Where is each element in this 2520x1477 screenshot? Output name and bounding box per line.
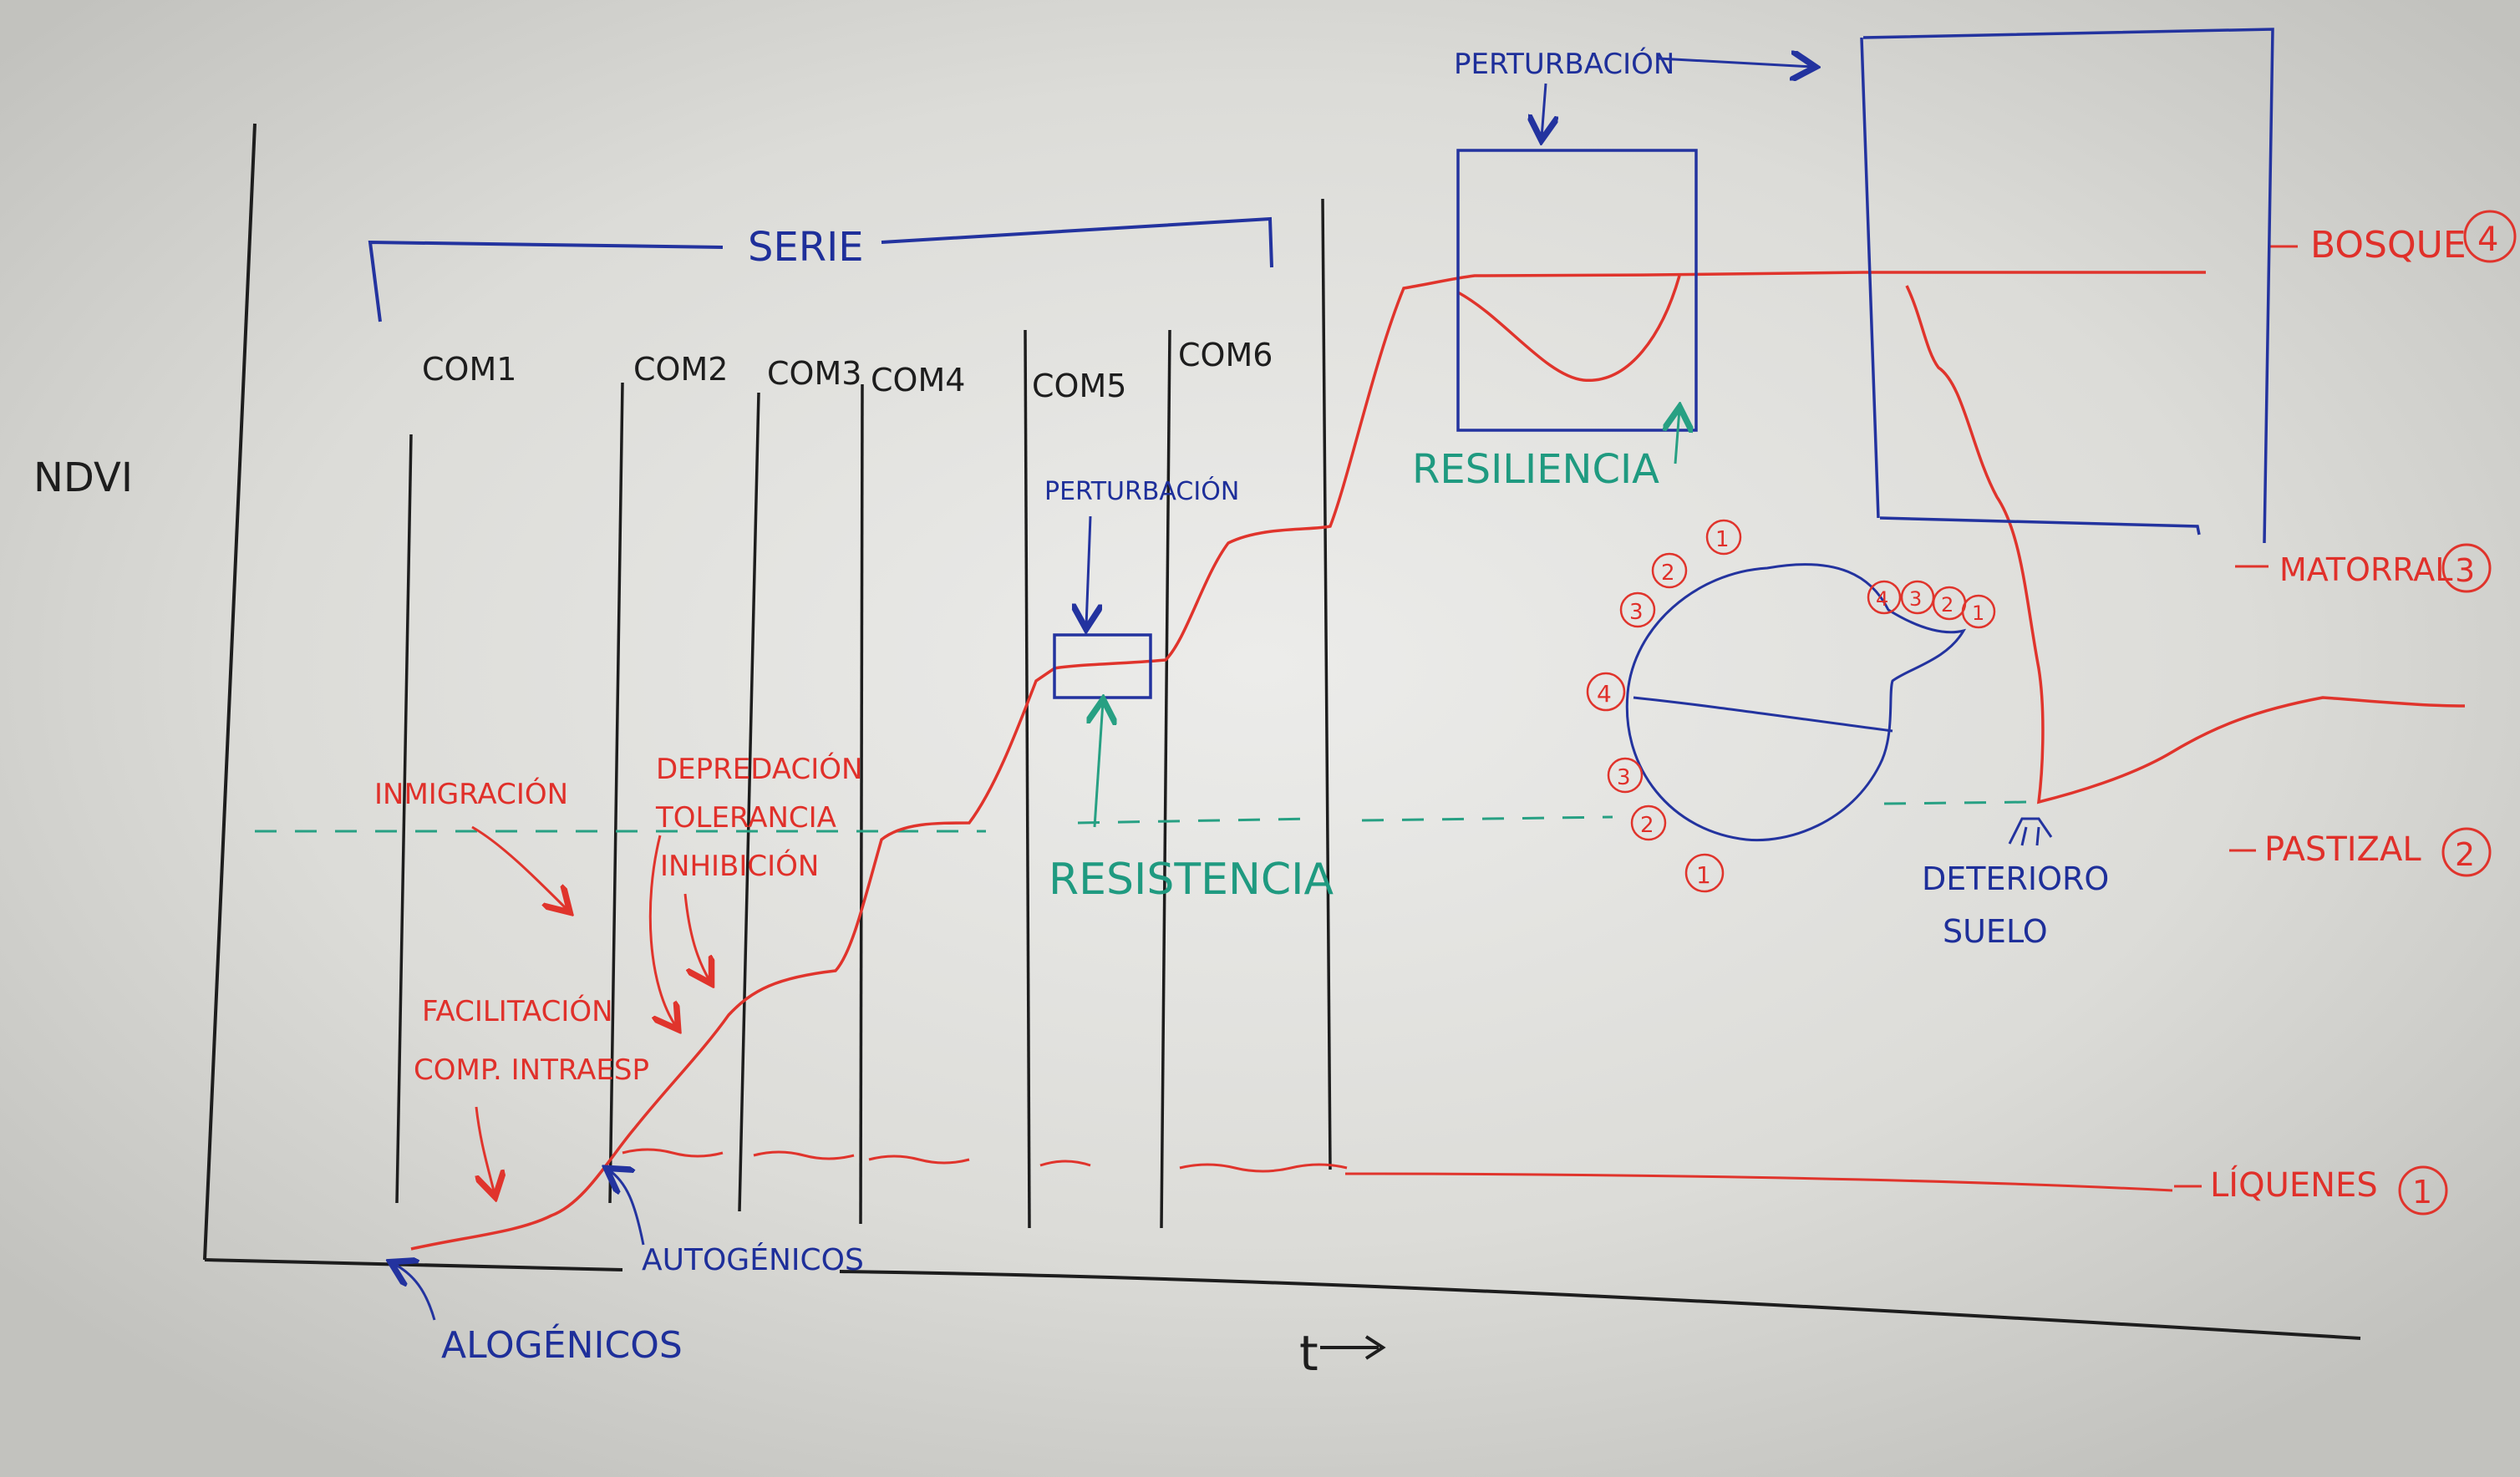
label-resistencia: RESISTENCIA [1049, 855, 1334, 905]
svg-text:4: 4 [1597, 680, 1612, 708]
pastizal-reference-dashed-line [255, 800, 2031, 833]
label-deterioro: DETERIORO [1922, 860, 2109, 897]
label-alogenicos: ALOGÉNICOS [441, 1322, 683, 1367]
arrow-deterioro [2008, 817, 2053, 846]
label-depredacion: DEPREDACIÓN [656, 752, 862, 786]
label-autogenicos: AUTOGÉNICOS [642, 1242, 864, 1277]
serie-bracket: SERIE [368, 216, 1273, 322]
label-resiliencia: RESILIENCIA [1412, 446, 1659, 493]
svg-text:3: 3 [1629, 600, 1644, 625]
com-label-6: COM6 [1178, 337, 1273, 373]
arrow-inhibicion [683, 893, 710, 982]
ball-numbers-right: 4 3 2 1 [1867, 580, 1996, 629]
label-suelo: SUELO [1943, 913, 2048, 950]
ball-numbers-left: 1 2 3 4 3 2 1 [1586, 519, 1742, 893]
y-axis-label: NDVI [33, 454, 133, 501]
degradation-curve [1905, 285, 2466, 804]
serie-label: SERIE [748, 224, 864, 271]
svg-text:1: 1 [1715, 527, 1730, 552]
label-inhibicion: INHIBICIÓN [660, 849, 819, 883]
com-label-5: COM5 [1032, 368, 1126, 404]
level-liquenes-num: 1 [2412, 1174, 2432, 1211]
axes: NDVI t [33, 123, 2361, 1382]
arrow-perturbacion-right [1658, 58, 1813, 67]
level-matorral-num: 3 [2455, 552, 2475, 589]
level-bosque-num-circle [2463, 210, 2517, 263]
arrow-perturbacion-down [1542, 83, 1546, 138]
arrow-tolerancia [648, 835, 677, 1028]
arrow-resiliencia [1675, 409, 1679, 464]
com-label-1: COM1 [422, 351, 516, 388]
label-perturbacion-small: PERTURBACIÓN [1044, 475, 1239, 506]
level-ticks [2174, 245, 2298, 1188]
succession-curve [410, 271, 2206, 1251]
label-perturbacion-large: PERTURBACIÓN [1454, 47, 1674, 81]
level-liquenes-num-circle [2398, 1165, 2448, 1216]
large-disturbance: PERTURBACIÓN RESILIENCIA [1412, 47, 1813, 493]
community-dividers [395, 198, 1332, 1229]
svg-text:1: 1 [1972, 601, 1984, 625]
arrow-perturbacion-small [1086, 515, 1090, 627]
com-label-4: COM4 [871, 362, 965, 398]
level-pastizal: PASTIZAL [2264, 830, 2421, 869]
x-axis-arrow [1320, 1335, 1386, 1360]
upper-right-frame [1860, 28, 2274, 544]
level-pastizal-num-circle [2441, 827, 2492, 877]
svg-text:2: 2 [1941, 593, 1954, 617]
svg-text:3: 3 [1909, 587, 1922, 611]
svg-text:2: 2 [1661, 561, 1675, 586]
level-liquenes: LÍQUENES [2210, 1165, 2378, 1205]
level-labels: BOSQUE 4 MATORRAL 3 PASTIZAL 2 LÍQUENES … [2210, 210, 2517, 1216]
level-matorral: MATORRAL [2279, 551, 2452, 588]
svg-text:2: 2 [1640, 813, 1654, 838]
level-bosque-num: 4 [2477, 221, 2498, 259]
com-label-3: COM3 [767, 355, 861, 392]
svg-text:1: 1 [1696, 861, 1711, 889]
arrow-alogenicos [393, 1263, 436, 1321]
cup-curve [1625, 563, 1967, 842]
x-axis-label: t [1299, 1325, 1318, 1382]
equator-line [1633, 696, 1893, 733]
label-comp-intraesp: COMP. INTRAESP [414, 1053, 649, 1087]
label-tolerancia: TOLERANCIA [655, 801, 836, 835]
arrow-autogenicos [608, 1170, 645, 1246]
svg-text:4: 4 [1876, 587, 1888, 611]
com-label-2: COM2 [633, 351, 728, 388]
resiliencia-dip-curve [1457, 275, 1681, 382]
level-bosque: BOSQUE [2310, 224, 2467, 266]
soil-deterioration: DETERIORO SUELO [1922, 817, 2109, 950]
level-matorral-num-circle [2441, 543, 2492, 593]
svg-text:3: 3 [1617, 765, 1631, 790]
resiliencia-box [1456, 149, 1698, 432]
label-facilitacion: FACILITACIÓN [422, 994, 613, 1028]
y-axis [203, 123, 257, 1261]
arrow-comp-intraesp [476, 1106, 495, 1195]
arrow-inmigracion [471, 825, 568, 911]
small-disturbance: PERTURBACIÓN RESISTENCIA [1044, 475, 1334, 905]
process-labels: INMIGRACIÓN DEPREDACIÓN TOLERANCIA INHIB… [374, 752, 862, 1195]
label-inmigracion: INMIGRACIÓN [374, 777, 568, 811]
level-pastizal-num: 2 [2455, 836, 2475, 873]
liquenes-baseline [622, 1148, 2173, 1192]
arrow-resistencia [1095, 702, 1103, 828]
stability-ball-diagram: 1 2 3 4 3 2 1 4 3 2 1 [1586, 519, 1996, 893]
community-labels: COM1 COM2 COM3 COM4 COM5 COM6 [422, 337, 1273, 404]
driver-labels: AUTOGÉNICOS ALOGÉNICOS [393, 1170, 864, 1367]
